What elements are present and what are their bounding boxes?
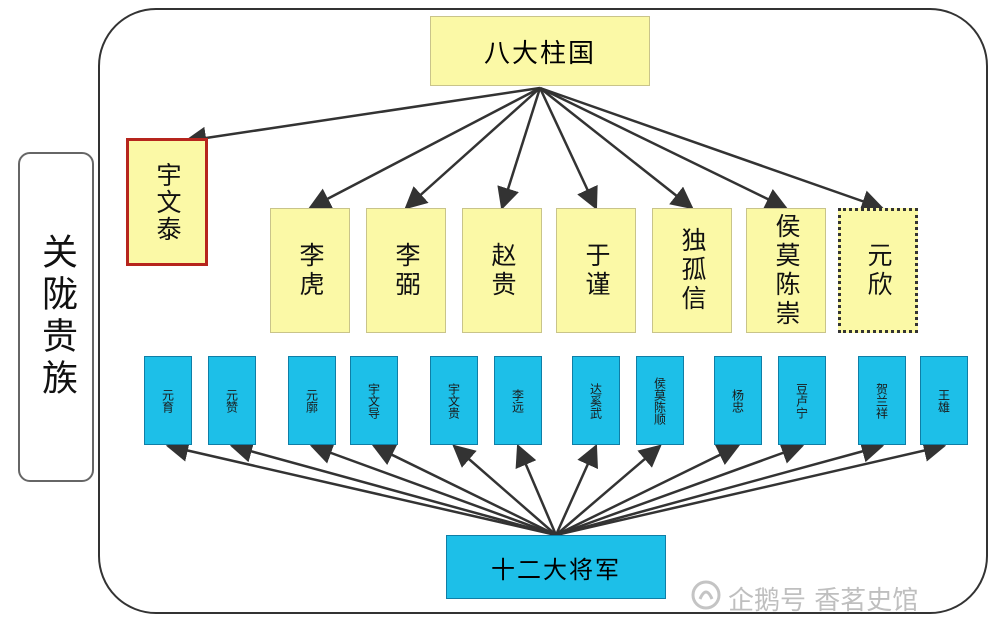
top-label-box: 八大柱国 — [430, 16, 650, 86]
pillar-label: 赵贵 — [488, 241, 517, 300]
pillar-label: 侯莫陈崇 — [772, 212, 801, 329]
general-box: 元育 — [144, 356, 192, 445]
general-box: 贺兰祥 — [858, 356, 906, 445]
connector-arrow — [554, 443, 598, 536]
general-label: 元育 — [160, 388, 175, 413]
pillar-box: 于谨 — [556, 208, 636, 333]
general-label: 杨忠 — [730, 388, 745, 413]
side-label-box: 关陇贵族 — [18, 152, 94, 482]
bottom-label: 十二大将军 — [491, 555, 621, 584]
connector-arrow — [555, 442, 805, 537]
connector-arrow — [308, 86, 541, 210]
general-label: 宇文贵 — [446, 382, 461, 419]
side-label: 关陇贵族 — [36, 233, 77, 401]
connector-arrow — [183, 86, 541, 150]
general-box: 元赞 — [208, 356, 256, 445]
connector-arrow — [555, 439, 947, 537]
connector-arrow — [229, 440, 557, 537]
watermark-text: 企鹅号 香茗史馆 — [728, 585, 919, 616]
general-label: 元廓 — [304, 388, 319, 413]
general-box: 王雄 — [920, 356, 968, 445]
top-label: 八大柱国 — [483, 38, 596, 69]
pillar-box-dotted: 元欣 — [838, 208, 918, 333]
general-box: 李远 — [494, 356, 542, 445]
general-label: 豆卢宁 — [794, 382, 809, 419]
bottom-label-box: 十二大将军 — [446, 535, 666, 599]
pillar-box: 侯莫陈崇 — [746, 208, 826, 333]
general-box: 元廓 — [288, 356, 336, 445]
penguin-logo-icon — [690, 579, 722, 618]
connector-arrow — [404, 87, 541, 210]
general-label: 达奚武 — [588, 382, 603, 419]
general-label: 李远 — [510, 388, 525, 413]
general-box: 达奚武 — [572, 356, 620, 445]
connector-arrow — [452, 444, 557, 536]
pillar-box: 李弼 — [366, 208, 446, 333]
general-box: 侯莫陈顺 — [636, 356, 684, 445]
general-label: 宇文导 — [366, 382, 381, 419]
connector-arrow — [555, 440, 885, 537]
pillar-label: 李弼 — [392, 241, 421, 300]
pillar-label: 独孤信 — [678, 227, 707, 314]
connector-arrow — [539, 86, 885, 212]
general-box: 宇文贵 — [430, 356, 478, 445]
watermark: 企鹅号 香茗史馆 — [690, 578, 918, 618]
general-box: 宇文导 — [350, 356, 398, 445]
connector-arrow — [497, 87, 542, 211]
pillar-label: 元欣 — [864, 241, 893, 300]
general-label: 王雄 — [936, 388, 951, 413]
connector-arrow — [165, 439, 557, 537]
connector-arrow — [555, 444, 662, 536]
diagram-frame — [98, 8, 988, 614]
general-box: 杨忠 — [714, 356, 762, 445]
general-label: 侯莫陈顺 — [652, 376, 667, 425]
connector-arrow — [538, 87, 598, 211]
leader-label: 宇文泰 — [153, 161, 182, 243]
connector-arrow — [539, 87, 694, 210]
pillar-label: 于谨 — [582, 241, 611, 300]
general-label: 元赞 — [224, 388, 239, 413]
connector-arrow — [309, 442, 557, 537]
connector-arrow — [371, 444, 557, 537]
connector-arrow — [555, 444, 741, 537]
pillar-box: 李虎 — [270, 208, 350, 333]
pillar-label: 李虎 — [296, 241, 325, 300]
connector-arrow — [515, 443, 558, 536]
pillar-box: 赵贵 — [462, 208, 542, 333]
leader-box: 宇文泰 — [126, 138, 208, 266]
general-label: 贺兰祥 — [874, 382, 889, 419]
pillar-box: 独孤信 — [652, 208, 732, 333]
general-box: 豆卢宁 — [778, 356, 826, 445]
connector-arrow — [539, 86, 789, 210]
